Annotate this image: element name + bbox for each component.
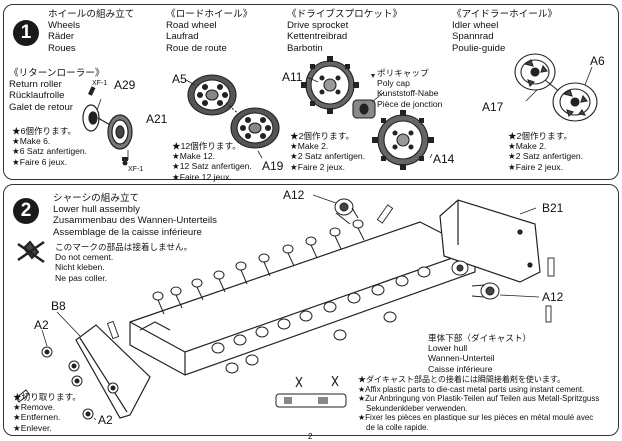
idler-wheel-fr: Poulie-guide: [452, 42, 506, 54]
label-a12-right: A12: [542, 290, 564, 304]
label-a19: A19: [262, 159, 284, 173]
wheels-fr: Roues: [48, 42, 76, 54]
hull-assembly-fr: Assemblage de la caisse inférieure: [53, 226, 202, 238]
make-sprocket-de: ★2 Satz anfertigen.: [290, 151, 366, 162]
drive-sprocket-fr: Barbotin: [287, 42, 323, 54]
make-idler-en: ★Make 2.: [508, 141, 547, 152]
return-roller-heading: 《リターンローラー》 Return roller Rücklaufrolle G…: [9, 68, 104, 113]
label-a11: A11: [282, 70, 303, 84]
no-cement-fr: Ne pas coller.: [55, 272, 108, 283]
wheels-jp: ホイールの組み立て: [48, 9, 135, 20]
make-idler-jp: ★2個作ります。: [508, 131, 573, 141]
die-cast-note-de-2: Sekundenkleber verwenden.: [366, 403, 468, 413]
make-roller-fr: ★Faire 6 jeux.: [12, 156, 67, 167]
die-cast-note-de-1: ★Zur Anbringung von Plastik-Teilen auf T…: [358, 394, 600, 404]
make-road-en: ★Make 12.: [172, 151, 216, 162]
label-a12-top: A12: [283, 188, 305, 202]
die-cast-note-en: ★Affix plastic parts to die-cast metal p…: [358, 384, 585, 394]
label-a6: A6: [590, 54, 605, 68]
no-cement-de: Nicht kleben.: [55, 262, 105, 273]
idler-wheel-en: Idler wheel: [452, 20, 499, 32]
make-roller-jp: ★6個作ります。: [12, 126, 77, 136]
poly-cap-fr: Pièce de jonction: [377, 98, 443, 109]
wheels-de: Räder: [48, 31, 75, 43]
road-wheel-en: Road wheel: [166, 20, 217, 32]
road-wheel-heading: 《ロードホイール》 Road wheel Laufrad Roue de rou…: [166, 9, 252, 54]
remove-de: ★Entfernen.: [13, 412, 61, 423]
page-number: 2: [308, 432, 313, 441]
make-road-de: ★12 Satz anfertigen.: [172, 161, 252, 172]
label-xf1-top: XF-1: [92, 80, 108, 87]
lower-hull-en: Lower hull: [428, 343, 468, 354]
hull-assembly-jp: シャーシの組み立て: [53, 193, 140, 204]
poly-cap-jp: ポリキャップ: [377, 68, 429, 78]
drive-sprocket-heading: 《ドライブスプロケット》 Drive sprocket Kettentreibr…: [287, 9, 402, 54]
idler-wheel-heading: 《アイドラーホイール》 Idler wheel Spannrad Poulie-…: [452, 9, 557, 54]
step-2-number: 2: [13, 198, 39, 224]
wheels-en: Wheels: [48, 20, 80, 32]
road-wheel-fr: Roue de route: [166, 42, 227, 54]
remove-fr: ★Enlever.: [13, 422, 52, 433]
make-road-jp: ★12個作ります。: [172, 141, 241, 151]
remove-en: ★Remove.: [13, 402, 56, 413]
lower-hull-de: Wannen-Unterteil: [428, 353, 495, 364]
die-cast-notes: ★ダイキャスト部品との接着には瞬間接着剤を使います。 ★Affix plasti…: [358, 375, 599, 433]
label-b8: B8: [51, 299, 66, 313]
make-sprocket-jp: ★2個作ります。: [290, 131, 355, 141]
remove-note: ★切り取ります。 ★Remove. ★Entfernen. ★Enlever.: [13, 392, 81, 433]
die-cast-note-fr-2: de la colle rapide.: [366, 422, 429, 432]
make-sprocket-fr: ★Faire 2 jeux.: [290, 161, 345, 172]
poly-cap-de: Kunststoff-Nabe: [377, 88, 439, 99]
label-a29: A29: [114, 78, 136, 92]
die-cast-note-jp: ★ダイキャスト部品との接着には瞬間接着剤を使います。: [358, 375, 566, 384]
label-a5: A5: [172, 72, 187, 86]
lower-hull-label: 車体下部（ダイキャスト） Lower hull Wannen-Unterteil…: [428, 333, 531, 374]
label-a17: A17: [482, 100, 504, 114]
step-1-number: 1: [13, 20, 39, 46]
label-a2-left: A2: [34, 318, 49, 332]
hull-assembly-de: Zusammenbau des Wannen-Unterteils: [53, 215, 217, 227]
make-idler-note: ★2個作ります。 ★Make 2. ★2 Satz anfertigen. ★F…: [508, 131, 583, 172]
lower-hull-fr: Caisse inférieure: [428, 363, 493, 374]
make-road-note: ★12個作ります。 ★Make 12. ★12 Satz anfertigen.…: [172, 141, 252, 182]
no-cement-note: このマークの部品は接着しません。 Do not cement. Nicht kl…: [55, 242, 192, 283]
return-roller-en: Return roller: [9, 79, 62, 91]
make-sprocket-en: ★Make 2.: [290, 141, 329, 152]
poly-cap-en: Poly cap: [377, 78, 410, 89]
idler-wheel-jp: 《アイドラーホイール》: [452, 9, 558, 20]
lower-hull-jp: 車体下部（ダイキャスト）: [428, 333, 532, 343]
label-a2-bottom: A2: [98, 413, 113, 427]
die-cast-note-fr-1: ★Fixer les pièces en plastique sur les p…: [358, 413, 594, 423]
hull-assembly-heading: シャーシの組み立て Lower hull assembly Zusammenba…: [53, 193, 217, 238]
make-roller-de: ★6 Satz anfertigen.: [12, 146, 88, 157]
road-wheel-jp: 《ロードホイール》: [166, 9, 253, 20]
label-xf1-bottom: XF-1: [128, 166, 144, 173]
make-idler-de: ★2 Satz anfertigen.: [508, 151, 584, 162]
return-roller-de: Rücklaufrolle: [9, 90, 65, 102]
make-roller-en: ★Make 6.: [12, 136, 51, 147]
label-a14: A14: [433, 152, 455, 166]
no-cement-en: Do not cement.: [55, 252, 114, 263]
make-idler-fr: ★Faire 2 jeux.: [508, 161, 563, 172]
wheels-heading: ホイールの組み立て Wheels Räder Roues: [48, 9, 134, 54]
make-sprocket-note: ★2個作ります。 ★Make 2. ★2 Satz anfertigen. ★F…: [290, 131, 365, 172]
hull-assembly-en: Lower hull assembly: [53, 204, 140, 216]
make-road-fr: ★Faire 12 jeux.: [172, 171, 232, 182]
drive-sprocket-jp: 《ドライブスプロケット》: [287, 9, 403, 20]
make-roller-note: ★6個作ります。 ★Make 6. ★6 Satz anfertigen. ★F…: [12, 126, 87, 167]
remove-jp: ★切り取ります。: [13, 392, 81, 402]
no-cement-jp: このマークの部品は接着しません。: [55, 242, 193, 252]
idler-wheel-de: Spannrad: [452, 31, 494, 43]
label-b21: B21: [542, 201, 564, 215]
label-a21: A21: [146, 112, 168, 126]
poly-cap-label: ポリキャップ Poly cap Kunststoff-Nabe Pièce de…: [377, 68, 442, 109]
return-roller-fr: Galet de retour: [9, 101, 73, 113]
road-wheel-de: Laufrad: [166, 31, 199, 43]
return-roller-jp: 《リターンローラー》: [9, 68, 105, 79]
drive-sprocket-en: Drive sprocket: [287, 20, 349, 32]
drive-sprocket-de: Kettentreibrad: [287, 31, 348, 43]
